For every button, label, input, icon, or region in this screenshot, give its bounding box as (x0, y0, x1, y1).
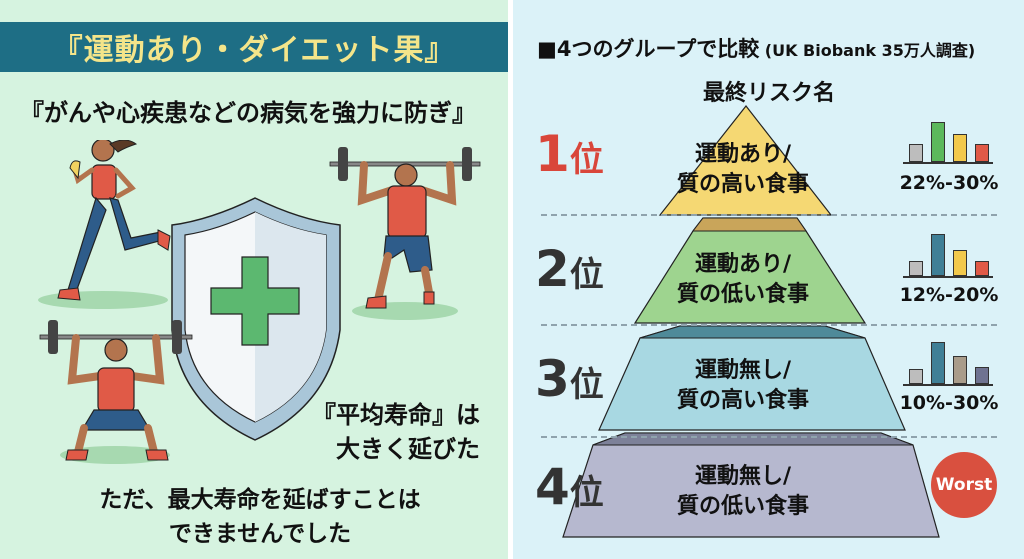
pyramid-diagram (562, 105, 940, 538)
average-lifespan-text: 『平均寿命』は 大きく延びた (300, 398, 480, 466)
avg-line1: 『平均寿命』は (312, 401, 480, 429)
note-line1: ただ、最大寿命を延ばすことは (99, 487, 421, 513)
tier-3-label: 運動無し/質の高い食事 (676, 358, 809, 413)
rank-1: 1位 (535, 125, 604, 183)
title-sub: (UK Biobank 35万人調査) (759, 41, 976, 60)
tier-1-percent: 22%-30% (899, 172, 999, 194)
tier-2-bar-chart (903, 232, 993, 278)
runner-figure-icon (57, 140, 171, 301)
tier-1-label: 運動あり/質の高い食事 (676, 142, 809, 197)
max-lifespan-note: ただ、最大寿命を延ばすことは できませんでした (60, 483, 460, 551)
banner-title: 『運動あり・ダイエット果』 (52, 33, 456, 68)
lifter-squat-icon (39, 320, 193, 461)
tier-3-percent: 10%-30% (899, 392, 999, 414)
worst-badge: Worst (931, 452, 997, 518)
divider-3 (541, 436, 997, 438)
title-banner: 『運動あり・ダイエット果』 (0, 22, 508, 72)
subheading: 『がんや心疾患などの病気を強力に防ぎ』 (20, 99, 476, 127)
exercise-illustration (38, 140, 481, 464)
lifter-lunge-icon (329, 147, 481, 309)
shield-icon (171, 197, 341, 441)
tier-2-label: 運動あり/質の低い食事 (676, 252, 809, 307)
note-line2: できませんでした (168, 521, 352, 547)
divider-2 (541, 324, 997, 326)
right-panel: ■4つのグループで比較 (UK Biobank 35万人調査) 最終リスク名 1… (513, 0, 1024, 559)
tier-3-bar-chart (903, 340, 993, 386)
divider-1 (541, 214, 997, 216)
rank-3: 3位 (535, 350, 604, 408)
tier-1-bar-chart (903, 118, 993, 164)
left-panel: 『運動あり・ダイエット果』 『がんや心疾患などの病気を強力に防ぎ』 (0, 0, 508, 559)
tier-2-percent: 12%-20% (899, 284, 999, 306)
tier-4-label: 運動無し/質の低い食事 (676, 464, 809, 519)
comparison-title: ■4つのグループで比較 (UK Biobank 35万人調査) (537, 33, 975, 63)
apex-label: 最終リスク名 (703, 81, 836, 106)
title-main: ■4つのグループで比較 (537, 37, 760, 61)
avg-line2: 大きく延びた (336, 435, 480, 463)
rank-2: 2位 (535, 240, 604, 298)
rank-4: 4位 (535, 458, 604, 516)
